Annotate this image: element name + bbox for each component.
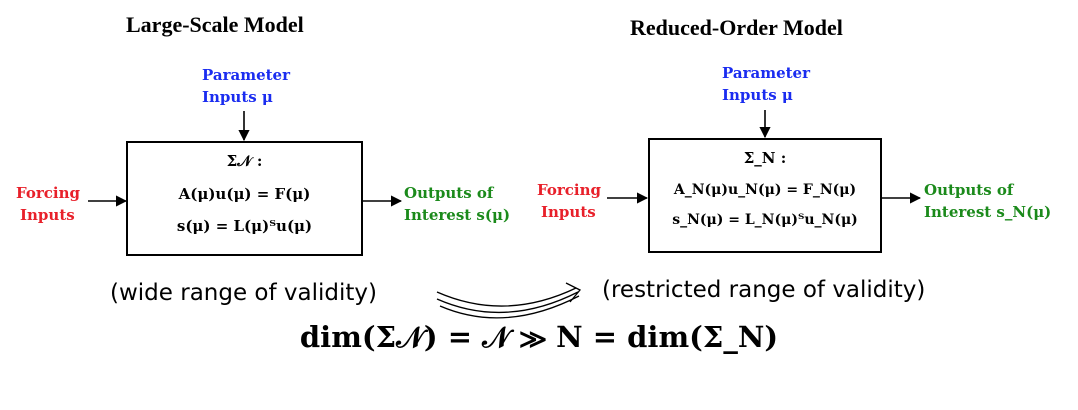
- large-scale-model-box: Σ𝒩 : A(μ)u(μ) = F(μ) s(μ) = L(μ)ᵀu(μ): [126, 141, 363, 256]
- left-parameter-line1: Parameter: [202, 66, 291, 84]
- left-forcing-inputs-label: Forcing Inputs: [16, 182, 80, 226]
- right-box-label: Σ_N :: [743, 149, 787, 167]
- reduced-order-model-box: Σ_N : A_N(μ)u_N(μ) = F_N(μ) s_N(μ) = L_N…: [648, 138, 882, 253]
- right-output-line1: Outputs of: [924, 181, 1014, 199]
- left-validity-note: (wide range of validity): [110, 280, 377, 306]
- left-output-line2: Interest s(μ): [404, 206, 511, 224]
- left-parameter-inputs-label: Parameter Inputs μ: [202, 64, 290, 108]
- right-outputs-label: Outputs of Interest s_N(μ): [924, 179, 1051, 223]
- right-forcing-line1: Forcing: [537, 181, 601, 199]
- reduction-arrow: [436, 282, 582, 319]
- right-parameter-line2: Inputs μ: [722, 86, 793, 104]
- right-forcing-line2: Inputs: [541, 203, 596, 221]
- right-equation-output: s_N(μ) = L_N(μ)ᵀu_N(μ): [672, 212, 858, 228]
- right-model-title: Reduced-Order Model: [630, 15, 843, 40]
- left-outputs-label: Outputs of Interest s(μ): [404, 182, 510, 226]
- left-equation-state: A(μ)u(μ) = F(μ): [178, 185, 311, 203]
- left-equation-output: s(μ) = L(μ)ᵀu(μ): [176, 217, 313, 235]
- right-validity-note: (restricted range of validity): [602, 277, 926, 303]
- left-box-label: Σ𝒩 :: [226, 152, 263, 170]
- right-output-line2: Interest s_N(μ): [924, 203, 1052, 221]
- left-parameter-line2: Inputs μ: [202, 88, 273, 106]
- left-forcing-line1: Forcing: [16, 184, 80, 202]
- right-parameter-line1: Parameter: [722, 64, 811, 82]
- dimension-relation-formula: dim(Σ𝒩) = 𝒩 ≫ N = dim(Σ_N): [299, 320, 779, 354]
- left-forcing-line2: Inputs: [20, 206, 75, 224]
- left-model-title: Large-Scale Model: [126, 12, 304, 37]
- right-equation-state: A_N(μ)u_N(μ) = F_N(μ): [673, 182, 857, 198]
- left-output-line1: Outputs of: [404, 184, 494, 202]
- right-forcing-inputs-label: Forcing Inputs: [537, 179, 601, 223]
- right-parameter-inputs-label: Parameter Inputs μ: [722, 62, 810, 106]
